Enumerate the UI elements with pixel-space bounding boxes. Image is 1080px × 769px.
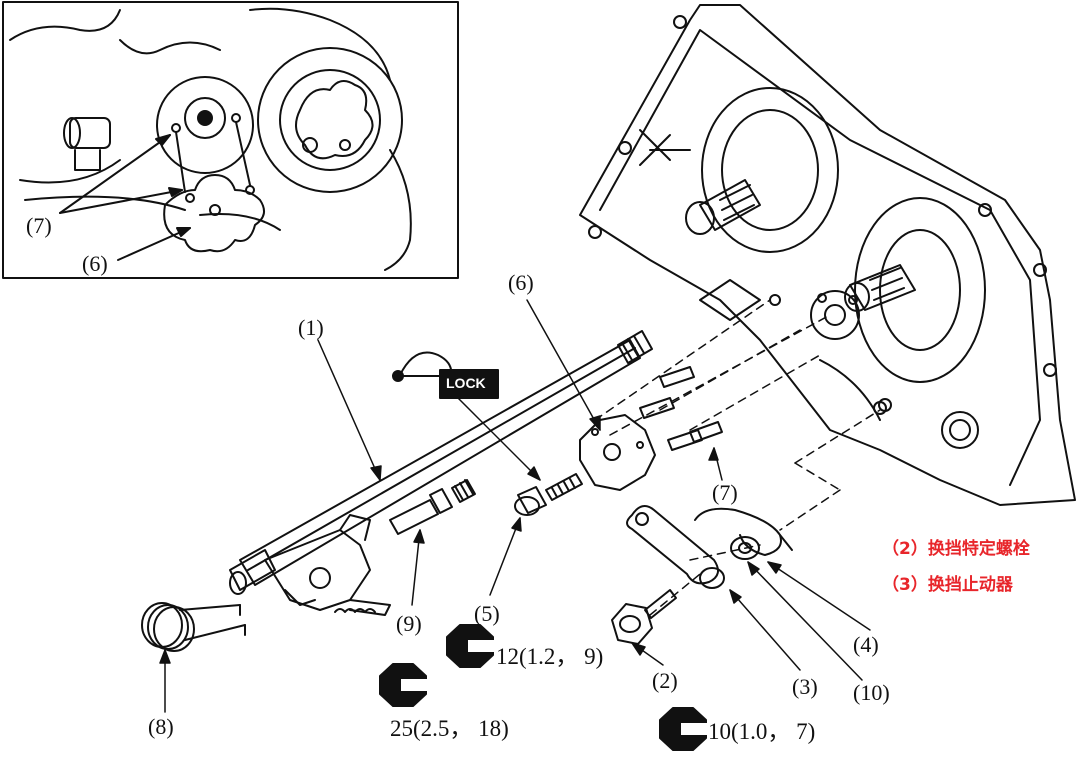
torque-wrench-icon-12 — [446, 624, 495, 668]
leader-lines — [159, 299, 871, 713]
label-part-7: (7) — [712, 480, 738, 505]
label-part-3: (3) — [792, 674, 818, 699]
torque-value-25: 25(2.5， 18) — [390, 716, 509, 741]
lock-label: LOCK — [446, 375, 486, 391]
spring-pin-bolt — [389, 479, 476, 535]
gearshift-shaft — [229, 330, 653, 616]
label-part-8: (8) — [148, 714, 174, 739]
label-part-2: (2) — [652, 668, 678, 693]
label-part-5: (5) — [474, 601, 500, 626]
label-part-4: (4) — [853, 632, 879, 657]
dowel-pins — [639, 366, 723, 451]
torque-value-12: 12(1.2， 9) — [496, 644, 604, 669]
drum-stopper-plate — [579, 414, 656, 491]
inset-detail — [2, 1, 459, 279]
inset-label-part-7: (7) — [26, 213, 52, 238]
label-part-1: (1) — [298, 315, 324, 340]
torque-wrench-icon-25 — [379, 663, 428, 707]
stopper-arm-bolt — [611, 589, 677, 645]
torque-wrench-icon-10 — [659, 707, 708, 751]
torque-value-10: 10(1.0， 7) — [708, 719, 816, 744]
thread-lock-symbol — [392, 351, 499, 399]
note-shift-stopper: （3）换挡止动器 — [882, 575, 1013, 595]
stopper-arm — [626, 505, 725, 589]
assembly-guide-lines — [594, 299, 881, 616]
transmission-housing — [579, 4, 1076, 506]
inset-label-part-6: (6) — [82, 251, 108, 276]
stopper-spring — [694, 507, 793, 556]
label-part-9: (9) — [396, 611, 422, 636]
return-spring — [141, 602, 246, 652]
note-shift-bolt: （2）换挡特定螺栓 — [882, 539, 1030, 559]
stopper-bolt — [514, 473, 583, 516]
label-part-10: (10) — [853, 680, 890, 705]
label-part-6: (6) — [508, 270, 534, 295]
